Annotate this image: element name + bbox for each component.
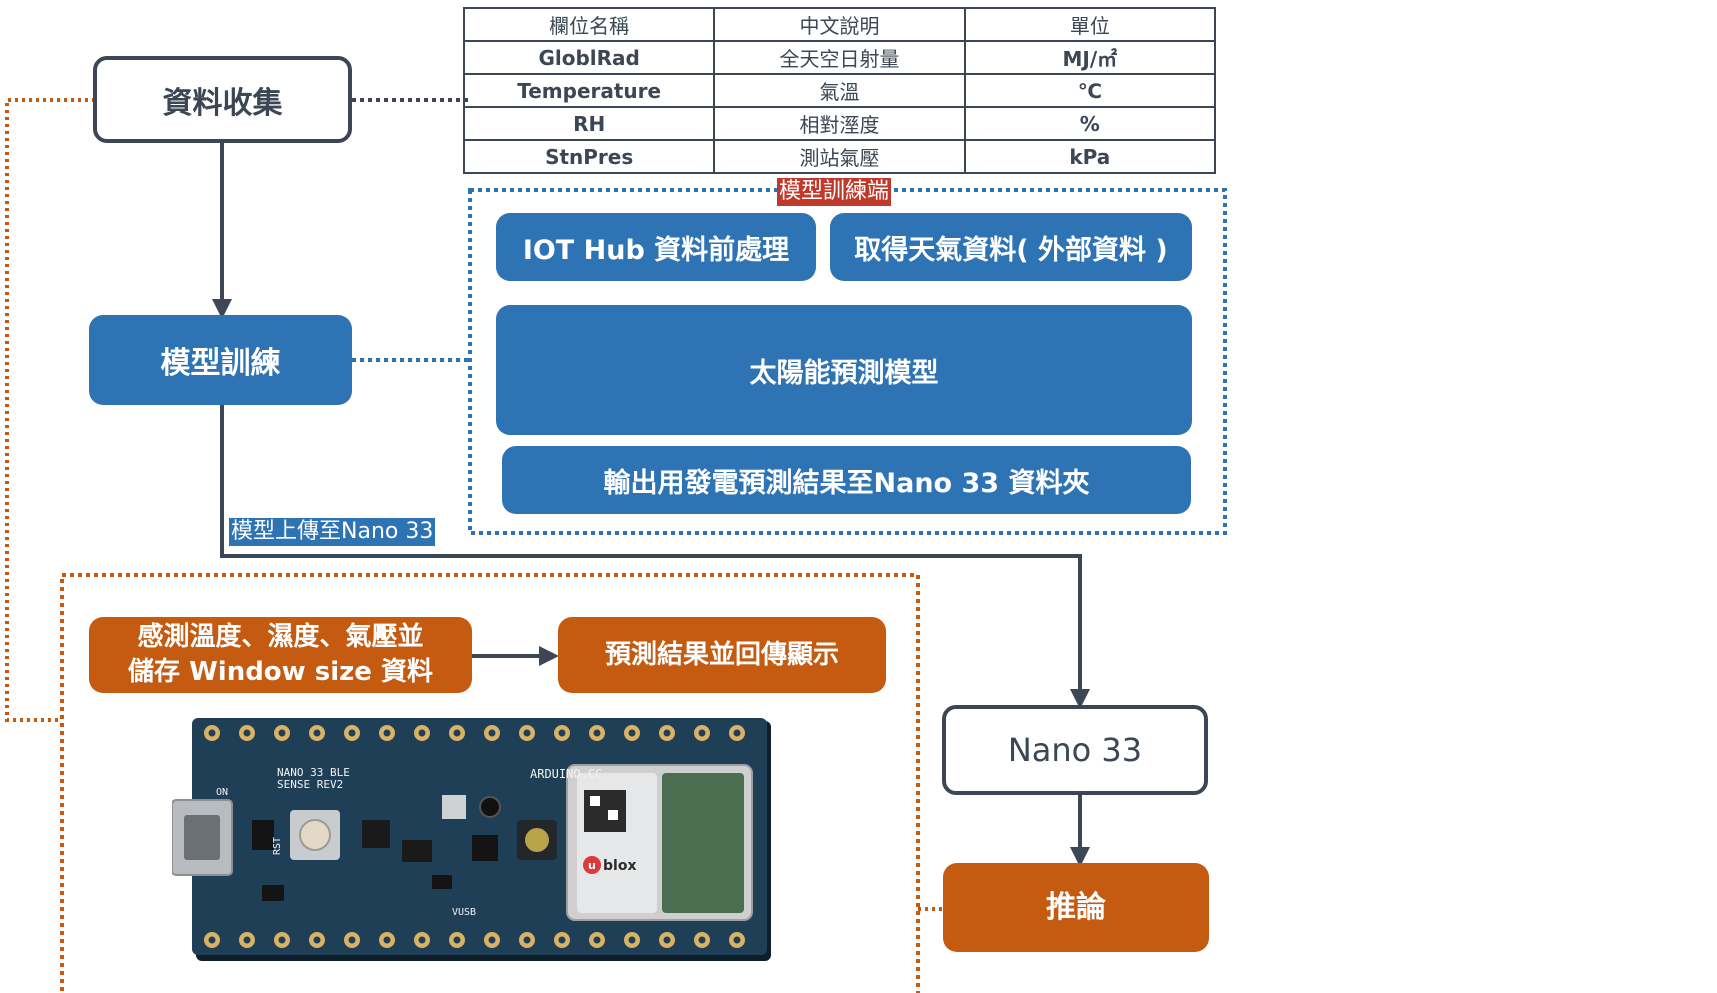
training-side-tag: 模型訓練端: [777, 178, 892, 206]
silk-board-name-1: NANO 33 BLE: [277, 766, 350, 779]
iot-hub-label: IOT Hub 資料前處理: [522, 234, 790, 266]
orange-dotted-loop: [5, 98, 95, 722]
output-result-label: 輸出用發電預測結果至Nano 33 資料夾: [603, 467, 1090, 499]
table-cell: RH: [462, 106, 716, 141]
data-collection-label: 資料收集: [162, 85, 283, 121]
table-cell: Temperature: [462, 73, 716, 108]
table-cell: ℃: [963, 73, 1217, 108]
weather-data-label: 取得天氣資料( 外部資料 ): [854, 234, 1168, 266]
chip: [432, 875, 452, 889]
table-cell: kPa: [963, 139, 1217, 174]
nano33-label: Nano 33: [1007, 731, 1143, 769]
table-cell: %: [963, 106, 1217, 141]
table-header-cell: 欄位名稱: [462, 7, 716, 42]
arrow-train-to-nano: [220, 405, 1090, 709]
table-cell: 相對溼度: [713, 106, 966, 141]
reset-button: [299, 819, 331, 851]
weather-data-box: 取得天氣資料( 外部資料 ): [830, 213, 1192, 281]
silk-on: ON: [216, 787, 228, 798]
silk-rst: RST: [272, 837, 283, 855]
model-training-node: 模型訓練: [89, 315, 352, 405]
model-training-label: 模型訓練: [160, 346, 281, 381]
data-collection-node: 資料收集: [93, 56, 352, 143]
arduino-board-image: NANO 33 BLE SENSE REV2 ARDUINO.CC ON RST…: [172, 718, 771, 961]
table-header-cell: 單位: [963, 7, 1217, 42]
pin-row-top: [204, 725, 745, 741]
sense-line-2: 儲存 Window size 資料: [128, 657, 433, 687]
solar-model-box: 太陽能預測模型: [496, 305, 1192, 435]
chip: [472, 835, 498, 861]
output-result-box: 輸出用發電預測結果至Nano 33 資料夾: [502, 446, 1191, 514]
ublox-logo: [583, 856, 601, 874]
sense-store-text: 感測溫度、濕度、氣壓並 儲存 Window size 資料: [128, 620, 433, 690]
sense-store-box: 感測溫度、濕度、氣壓並 儲存 Window size 資料: [89, 617, 472, 693]
table-row: StnPres 測站氣壓 kPa: [462, 139, 1217, 174]
table-cell: StnPres: [462, 139, 716, 174]
table-cell: 測站氣壓: [713, 139, 966, 174]
table-header-cell: 中文說明: [713, 7, 966, 42]
predict-display-box: 預測結果並回傳顯示: [558, 617, 886, 693]
ublox-brand: blox: [603, 858, 636, 874]
chip: [362, 820, 390, 848]
iot-hub-box: IOT Hub 資料前處理: [496, 213, 816, 281]
table-header-row: 欄位名稱 中文說明 單位: [462, 7, 1217, 42]
silk-board-name-2: SENSE REV2: [277, 778, 343, 791]
sensor-port: [479, 796, 501, 818]
chip: [252, 820, 274, 850]
pin-row-bottom: [204, 932, 745, 948]
table-cell: MJ/㎡: [963, 40, 1217, 75]
sense-line-1: 感測溫度、濕度、氣壓並: [137, 622, 424, 652]
chip: [402, 840, 432, 862]
chip: [262, 885, 284, 901]
inference-node: 推論: [943, 863, 1209, 952]
table-row: RH 相對溼度 %: [462, 106, 1217, 141]
table-cell: 氣溫: [713, 73, 966, 108]
silk-brand: ARDUINO.CC: [530, 767, 602, 781]
table-row: Temperature 氣溫 ℃: [462, 73, 1217, 108]
solar-model-label: 太陽能預測模型: [749, 357, 939, 389]
chip: [442, 795, 466, 819]
antenna: [662, 773, 744, 913]
predict-display-label: 預測結果並回傳顯示: [604, 639, 839, 670]
device-frame: [60, 573, 920, 993]
table-cell: 全天空日射量: [713, 40, 966, 75]
table-cell: GloblRad: [462, 40, 716, 75]
silk-vusb: VUSB: [452, 907, 476, 918]
ublox-logo-u: u: [588, 859, 596, 872]
nano33-node: Nano 33: [942, 705, 1208, 795]
inference-label: 推論: [1046, 890, 1106, 925]
data-fields-table: 欄位名稱 中文說明 單位 GloblRad 全天空日射量 MJ/㎡ Temper…: [462, 7, 1217, 174]
table-row: GloblRad 全天空日射量 MJ/㎡: [462, 40, 1217, 75]
upload-label: 模型上傳至Nano 33: [229, 518, 436, 546]
